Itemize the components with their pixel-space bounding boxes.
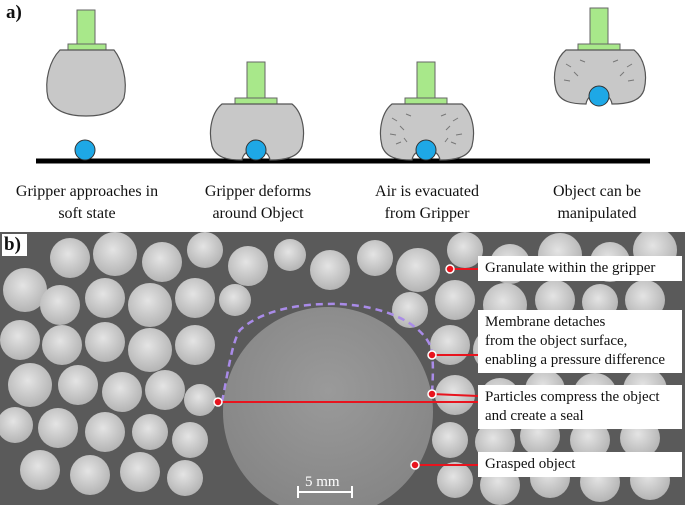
- caption-stage-3-line-2: from Gripper: [384, 205, 470, 222]
- gripper-stage-2: [209, 61, 305, 161]
- caption-stage-2-line-2: around Object: [212, 205, 304, 222]
- scale-bar-label: 5 mm: [305, 474, 340, 490]
- caption-stage-3: Air is evacuated from Gripper: [342, 181, 512, 225]
- annotation-membrane-line-1: Membrane detaches: [485, 314, 606, 330]
- marker-membrane: [427, 350, 437, 360]
- object-stage-2: [245, 139, 267, 161]
- annotation-membrane-line-2: from the object surface,: [485, 333, 628, 349]
- leader-line-particles-right: [431, 393, 479, 397]
- panel-b-label: b): [2, 234, 27, 256]
- annotation-object: Grasped object: [478, 452, 682, 477]
- caption-stage-1-line-2: soft state: [58, 205, 116, 222]
- annotation-object-line-1: Grasped object: [485, 456, 576, 472]
- caption-stage-1-line-1: Gripper approaches in: [15, 183, 159, 200]
- caption-stage-1: Gripper approaches in soft state: [2, 181, 172, 225]
- panel-b-micrograph: b) Granulate within the gripper Membrane…: [0, 232, 685, 505]
- caption-stage-4-line-1: Object can be: [553, 183, 641, 200]
- panel-a-illustration: [36, 7, 650, 164]
- object-stage-4: [588, 85, 610, 107]
- annotation-membrane-line-3: enabling a pressure difference: [485, 352, 666, 368]
- marker-object: [410, 460, 420, 470]
- annotation-membrane: Membrane detaches from the object surfac…: [478, 310, 682, 373]
- scale-bar: [297, 486, 353, 498]
- gripper-stage-3: [379, 61, 475, 161]
- gripper-stage-1: [46, 9, 126, 161]
- annotation-granulate: Granulate within the gripper: [478, 256, 682, 281]
- caption-stage-2-line-1: Gripper deforms: [204, 183, 312, 200]
- marker-particles-left: [213, 397, 223, 407]
- panel-a-label: a): [6, 2, 22, 23]
- annotation-granulate-line-1: Granulate within the gripper: [485, 260, 656, 276]
- marker-particles-right: [427, 389, 437, 399]
- gripper-stage-4: [553, 7, 647, 107]
- grasped-object-disc: [223, 307, 433, 505]
- caption-stage-3-line-1: Air is evacuated: [375, 183, 479, 200]
- object-stage-3: [415, 139, 437, 161]
- annotation-particles-line-2: and create a seal: [485, 408, 584, 424]
- annotation-particles: Particles compress the object and create…: [478, 385, 682, 429]
- caption-stage-4-line-2: manipulated: [557, 205, 637, 222]
- marker-granulate: [445, 264, 455, 274]
- caption-stage-2: Gripper deforms around Object: [173, 181, 343, 225]
- caption-stage-4: Object can be manipulated: [512, 181, 682, 225]
- annotation-particles-line-1: Particles compress the object: [485, 389, 660, 405]
- object-stage-1: [74, 139, 96, 161]
